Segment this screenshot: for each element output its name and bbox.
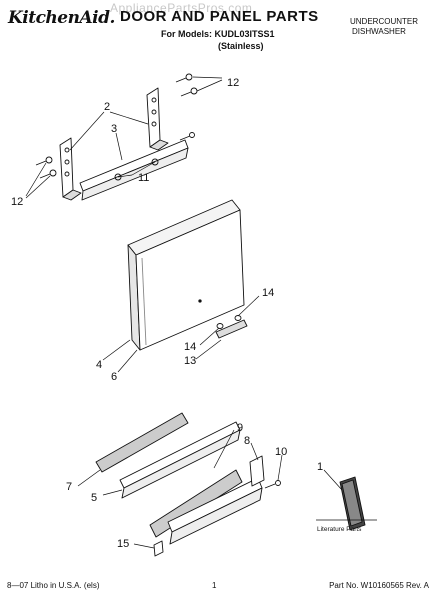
callout-4: 4 (96, 359, 102, 371)
callout-15: 15 (117, 538, 129, 550)
callout-5: 5 (91, 492, 97, 504)
callout-8: 8 (244, 435, 250, 447)
door-panel (127, 199, 245, 351)
insulation-strip-upper (95, 412, 189, 473)
footer-page-number: 1 (212, 581, 217, 590)
callout-11: 11 (138, 172, 149, 184)
model-number: For Models: KUDL03ITSS1 (161, 29, 275, 39)
literature-label: Literature Parts (317, 526, 362, 533)
screw-set-left (35, 156, 57, 179)
callout-12-top: 12 (227, 77, 239, 89)
hinge-bracket-upper (146, 87, 169, 151)
callout-13: 13 (184, 355, 196, 367)
brand-logo: KitchenAid. (8, 8, 115, 28)
callout-7: 7 (66, 481, 72, 493)
callout-14-right: 14 (262, 287, 274, 299)
callout-6: 6 (111, 371, 117, 383)
footer-part-number: Part No. W10160565 Rev. A (329, 581, 429, 590)
screw-set-top (175, 73, 198, 97)
literature-booklet (339, 476, 366, 531)
callout-2: 2 (104, 101, 110, 113)
screw-right-rail (179, 132, 195, 141)
product-type-line1: UNDERCOUNTER (350, 17, 418, 26)
callout-3: 3 (111, 123, 117, 135)
callout-10: 10 (275, 446, 287, 458)
callout-12-left: 12 (11, 196, 23, 208)
door-handle (215, 315, 248, 339)
kick-plate-panel (167, 477, 263, 545)
callout-9: 9 (237, 422, 243, 434)
side-bracket (249, 455, 265, 487)
kick-plate-frame (119, 421, 241, 499)
page-title: DOOR AND PANEL PARTS (120, 8, 319, 25)
leader-lines (25, 76, 343, 549)
small-clip (153, 540, 164, 557)
door-rail (79, 139, 189, 201)
model-variant: (Stainless) (218, 41, 264, 51)
footer-litho: 8—07 Litho in U.S.A. (els) (7, 581, 100, 590)
hinge-bracket-lower (59, 137, 82, 201)
product-type-line2: DISHWASHER (352, 27, 406, 36)
callout-1: 1 (317, 461, 323, 473)
screw-kick-plate (264, 480, 281, 489)
callout-14-left: 14 (184, 341, 196, 353)
watermark: AppliancePartsPros.com (110, 1, 253, 15)
